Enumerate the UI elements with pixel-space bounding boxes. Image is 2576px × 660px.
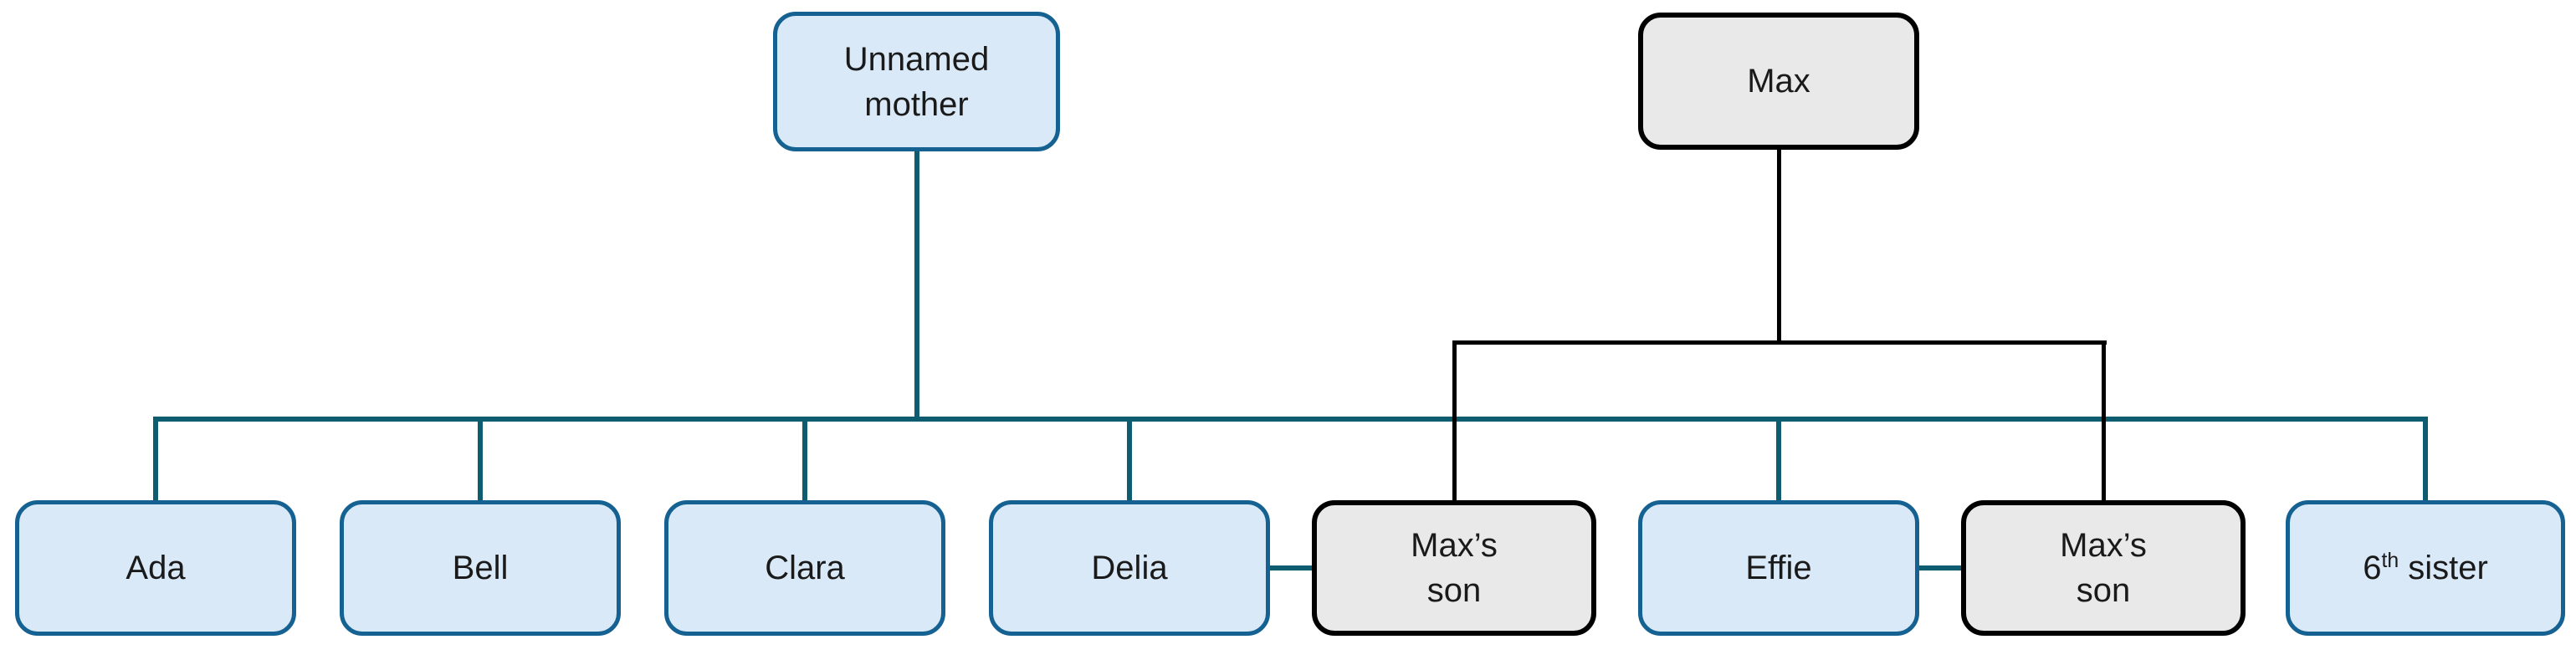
connector-drop-max-son-1 [1452,345,1457,500]
node-ada: Ada [15,500,296,636]
node-clara: Clara [664,500,945,636]
node-sixth-sister: 6th sister [2286,500,2565,636]
node-effie-label: Effie [1745,550,1812,586]
connector-drop-bell [478,422,483,500]
node-ada-label: Ada [125,550,186,586]
node-delia-label: Delia [1091,550,1168,586]
sixth-sister-ordinal-suffix: th [2381,550,2399,573]
node-delia: Delia [989,500,1270,636]
node-unnamed-mother-label: Unnamed mother [843,40,990,123]
connector-drop-clara [802,422,807,500]
sixth-sister-word: sister [2399,550,2488,586]
connector-drop-ada [153,422,158,500]
connector-marriage-effie-son [1919,565,1961,570]
connector-drop-max-son-2 [2102,345,2106,500]
connector-drop-effie [1776,422,1781,500]
connector-siblings-bus [153,417,2428,422]
node-unnamed-mother: Unnamed mother [773,12,1060,151]
sixth-sister-number: 6 [2363,550,2382,586]
node-effie: Effie [1638,500,1919,636]
node-bell: Bell [340,500,621,636]
node-max-son-1-label: Max’s son [1411,527,1498,609]
connector-mother-drop [914,151,919,422]
connector-drop-delia [1127,422,1132,500]
node-max-son-2: Max’s son [1961,500,2246,636]
connector-max-drop [1777,149,1781,344]
node-max: Max [1638,13,1919,150]
connector-marriage-delia-son [1270,565,1312,570]
node-clara-label: Clara [765,550,845,586]
node-sixth-sister-label: 6th sister [2363,545,2488,591]
node-max-son-2-label: Max’s son [2060,527,2147,609]
node-max-label: Max [1747,63,1810,100]
node-max-son-1: Max’s son [1312,500,1596,636]
connector-max-sons-bus [1452,340,2107,345]
connector-drop-sixth-sister [2423,422,2428,500]
node-bell-label: Bell [452,550,509,586]
